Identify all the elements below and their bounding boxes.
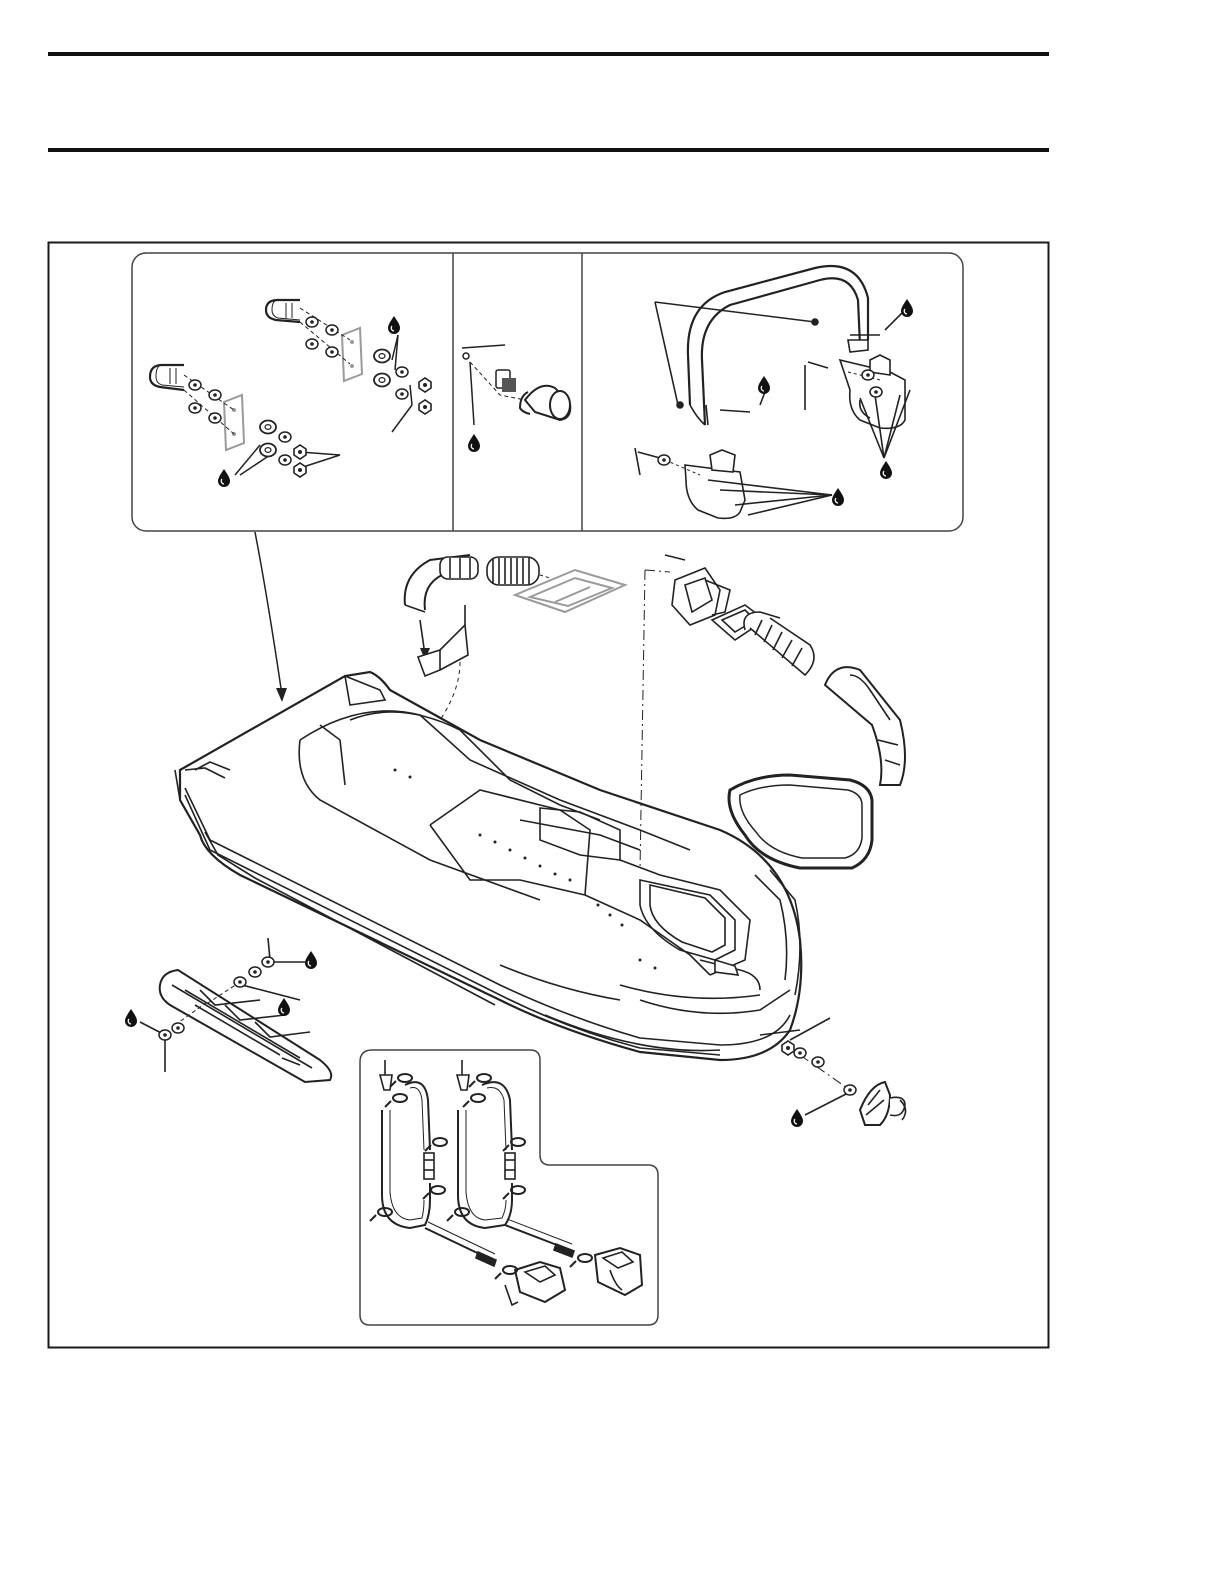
oil-drop-icon [468,434,480,452]
drain-plug [462,345,570,425]
access-seal [729,775,872,868]
vent-tube-upper [805,355,910,458]
tow-eye [790,1018,906,1125]
intake-duct [405,555,550,720]
corrugated-hose [487,557,539,585]
bilge-system [380,1060,642,1305]
assembly-arrow [255,532,282,695]
exhaust-tubes [640,555,905,870]
hull-fastener-dots [394,769,657,970]
sponson [140,938,331,1082]
oil-drop-icon [791,1109,803,1127]
hull [175,672,801,1060]
corrugated-hose [744,612,814,675]
